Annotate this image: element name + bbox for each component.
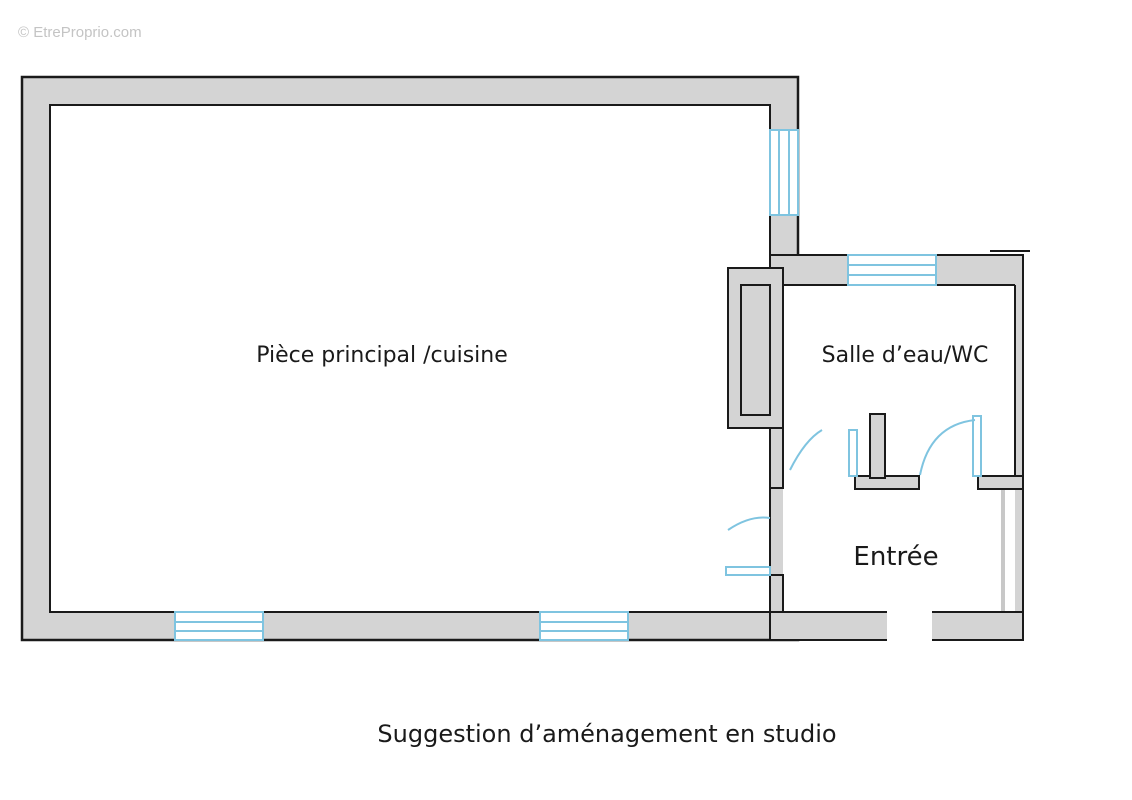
bathroom-partitions xyxy=(854,413,1024,490)
window-bottom-left xyxy=(174,611,264,641)
annex-walls xyxy=(769,250,1030,641)
door-bathroom-left xyxy=(848,429,858,477)
window-top-right xyxy=(769,129,799,216)
watermark: © EtreProprio.com xyxy=(18,24,142,41)
window-bathroom xyxy=(847,254,937,286)
door-bathroom-right xyxy=(919,415,982,477)
doors xyxy=(725,415,982,576)
room-label-bathroom: Salle d’eau/WC xyxy=(822,343,989,368)
door-entrance-main xyxy=(725,516,771,576)
entrance-opening xyxy=(887,609,932,644)
plan-caption: Suggestion d’aménagement en studio xyxy=(377,720,837,748)
windows xyxy=(174,129,937,641)
room-label-entrance: Entrée xyxy=(853,542,938,572)
main-room-walls xyxy=(20,75,800,642)
door-closet xyxy=(789,429,823,471)
room-label-main: Pièce principal /cuisine xyxy=(256,343,508,368)
window-bottom-middle xyxy=(539,611,629,641)
closet-block xyxy=(727,267,784,613)
